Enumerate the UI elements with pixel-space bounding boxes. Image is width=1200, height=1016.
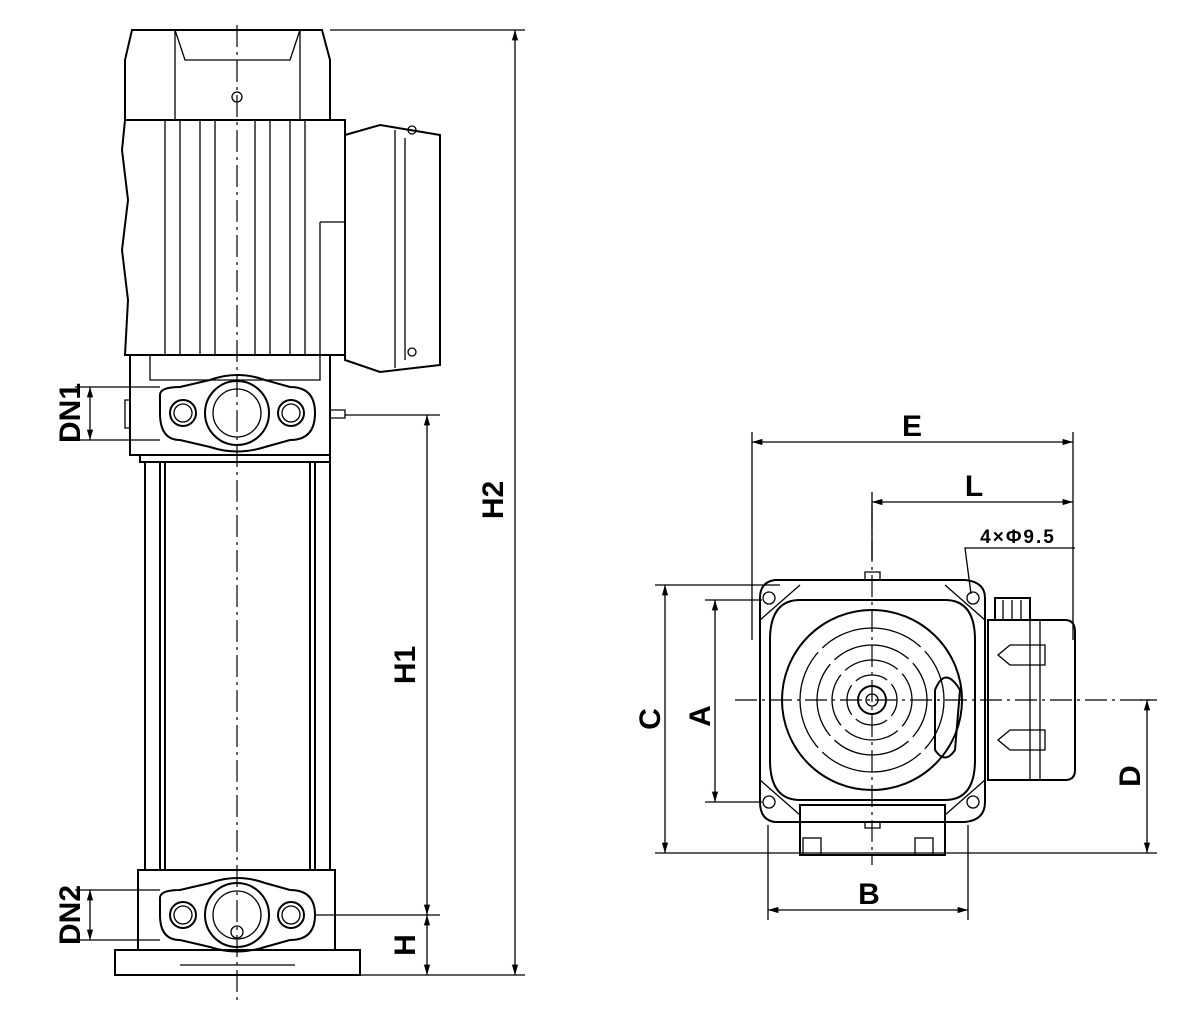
e-label: E — [902, 410, 922, 443]
dn1-label: DN1 — [54, 383, 87, 443]
a-label: A — [684, 705, 717, 727]
side-dimensions: DN1 DN2 H1 H H2 — [54, 29, 525, 976]
d-label: D — [1114, 765, 1147, 787]
outlet-flange — [159, 374, 317, 453]
terminal-box — [344, 123, 441, 374]
cable-gland — [994, 597, 1031, 621]
h2-label: H2 — [477, 481, 510, 519]
h-label: H — [389, 934, 422, 956]
l-label: L — [965, 470, 983, 503]
mounting-hole — [762, 795, 776, 809]
mounting-hole — [966, 795, 980, 809]
terminal-box — [987, 619, 1076, 781]
motor-fan-cover — [124, 29, 331, 121]
mounting-hole — [762, 591, 776, 605]
mounting-hole — [966, 591, 980, 605]
side-view-pump — [114, 25, 441, 1005]
motor-body — [120, 119, 346, 356]
motor-square-body — [759, 579, 986, 823]
lifting-handle — [934, 676, 962, 759]
top-view-pump — [735, 505, 1155, 865]
h1-label: H1 — [389, 646, 422, 684]
top-dimensions: E L 4×Φ9.5 C A B D — [634, 410, 1157, 920]
c-label: C — [634, 708, 667, 730]
tie-rods — [144, 462, 331, 870]
b-label: B — [858, 878, 880, 911]
dn2-label: DN2 — [54, 885, 87, 945]
holes-label: 4×Φ9.5 — [980, 527, 1056, 548]
base-feet — [799, 804, 946, 856]
